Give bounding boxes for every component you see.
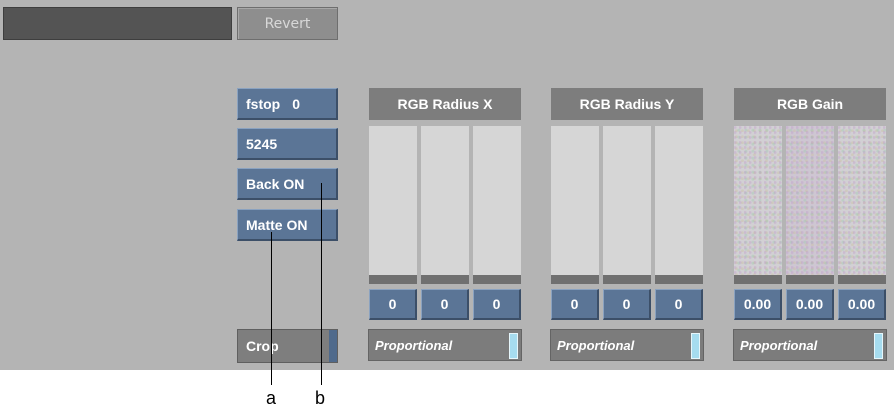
radius-x-mode-button[interactable]: Proportional: [368, 329, 522, 361]
gain-red-slider[interactable]: [734, 126, 782, 284]
gain-mode-label: Proportional: [740, 337, 818, 353]
fstop-button[interactable]: fstop 0: [237, 88, 338, 120]
callout-b-line: [321, 183, 322, 385]
film-type-button[interactable]: 5245: [237, 128, 338, 160]
radius-x-green-slider[interactable]: [421, 126, 469, 284]
radius-y-mode-indicator: [691, 333, 700, 359]
gain-blue-field[interactable]: 0.00: [838, 289, 886, 320]
radius-x-mode-label: Proportional: [375, 337, 453, 353]
callout-a-label: a: [266, 388, 277, 408]
rgb-radius-x-header: RGB Radius X: [369, 88, 521, 120]
rgb-gain-header: RGB Gain: [734, 88, 886, 120]
slider-base: [421, 275, 469, 284]
radius-y-blue-slider[interactable]: [655, 126, 703, 284]
radius-y-green-slider[interactable]: [603, 126, 651, 284]
crop-label: Crop: [246, 338, 279, 354]
slider-base: [369, 275, 417, 284]
crop-button[interactable]: Crop: [237, 329, 338, 363]
radius-x-red-slider[interactable]: [369, 126, 417, 284]
matte-on-button[interactable]: Matte ON: [237, 209, 338, 241]
radius-x-blue-field[interactable]: 0: [473, 289, 521, 320]
settings-panel: Revert fstop 0 5245 Back ON Matte ON Cro…: [0, 0, 894, 370]
radius-x-red-field[interactable]: 0: [369, 289, 417, 320]
gain-blue-slider[interactable]: [838, 126, 886, 284]
radius-y-blue-field[interactable]: 0: [655, 289, 703, 320]
gain-green-slider[interactable]: [786, 126, 834, 284]
fstop-label: fstop: [246, 95, 281, 112]
slider-base: [473, 275, 521, 284]
radius-y-red-field[interactable]: 0: [551, 289, 599, 320]
radius-x-green-field[interactable]: 0: [421, 289, 469, 320]
slider-base: [603, 275, 651, 284]
radius-y-mode-label: Proportional: [557, 337, 635, 353]
slider-base: [551, 275, 599, 284]
revert-button[interactable]: Revert: [237, 7, 338, 40]
gain-mode-indicator: [874, 333, 883, 359]
crop-indicator: [329, 330, 337, 362]
radius-y-mode-button[interactable]: Proportional: [550, 329, 704, 361]
radius-x-blue-slider[interactable]: [473, 126, 521, 284]
back-on-button[interactable]: Back ON: [237, 168, 338, 200]
slider-base: [655, 275, 703, 284]
gain-green-field[interactable]: 0.00: [786, 289, 834, 320]
name-field[interactable]: [3, 7, 232, 40]
radius-y-green-field[interactable]: 0: [603, 289, 651, 320]
gain-red-field[interactable]: 0.00: [734, 289, 782, 320]
rgb-radius-y-header: RGB Radius Y: [551, 88, 703, 120]
slider-base: [838, 275, 886, 284]
radius-x-mode-indicator: [509, 333, 518, 359]
slider-base: [734, 275, 782, 284]
slider-base: [786, 275, 834, 284]
callout-b-label: b: [315, 388, 326, 408]
radius-y-red-slider[interactable]: [551, 126, 599, 284]
fstop-value: 0: [292, 95, 301, 112]
gain-mode-button[interactable]: Proportional: [733, 329, 887, 361]
callout-a-line: [271, 232, 272, 385]
